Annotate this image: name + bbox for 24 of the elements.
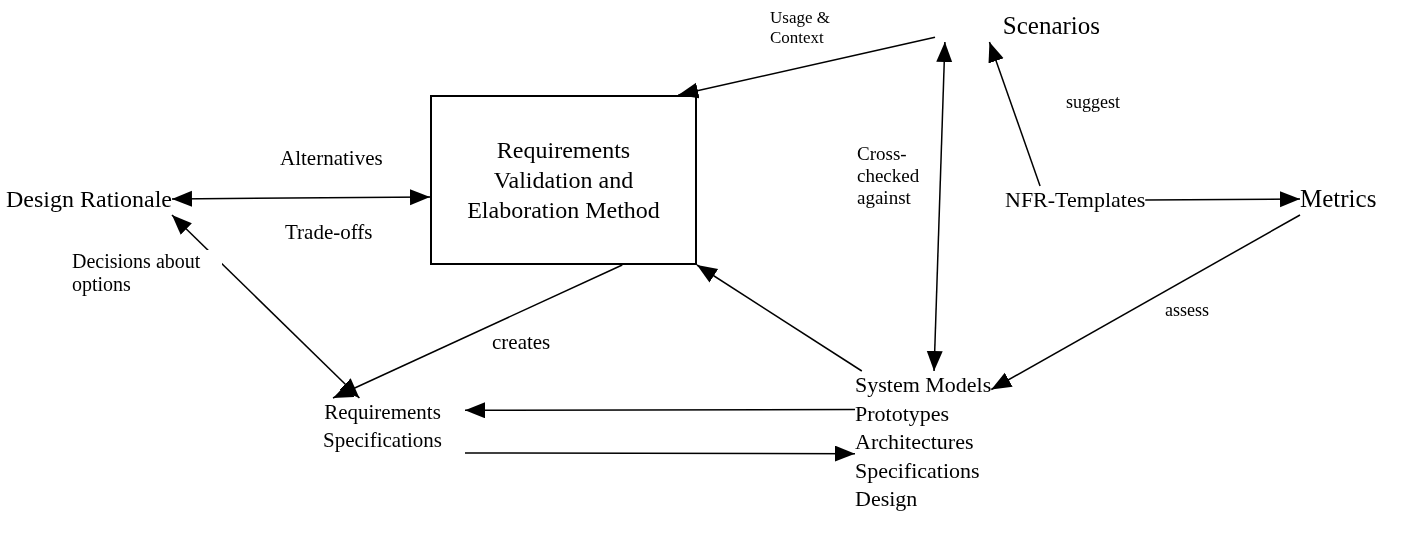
edge-label: Decisions about options (72, 250, 222, 296)
node-text: Scenarios (1001, 11, 1100, 41)
node-text: Requirements Validation and Elaboration Method (466, 136, 661, 225)
arrow (696, 264, 863, 372)
arrow (677, 36, 936, 99)
arrow (1144, 191, 1301, 208)
arrow (464, 445, 856, 462)
node-text: System Models (855, 371, 992, 399)
arrow (171, 214, 361, 399)
arrow (926, 41, 953, 372)
arrow (988, 41, 1041, 187)
node-text: Metrics (1300, 184, 1377, 214)
node-text: Design Rationale (6, 185, 172, 214)
arrow (171, 189, 431, 207)
arrow (464, 402, 856, 419)
process-box (430, 95, 697, 265)
node-text: Requirements Specifications (322, 399, 443, 454)
node-text: Specifications (855, 456, 981, 485)
node-text: NFR-Templates (1005, 186, 1146, 214)
arrow (332, 264, 623, 399)
arrow (990, 214, 1301, 391)
node-text: Design (855, 485, 919, 513)
node-text: Prototypes (855, 399, 951, 428)
node-text: Architectures (855, 428, 975, 456)
